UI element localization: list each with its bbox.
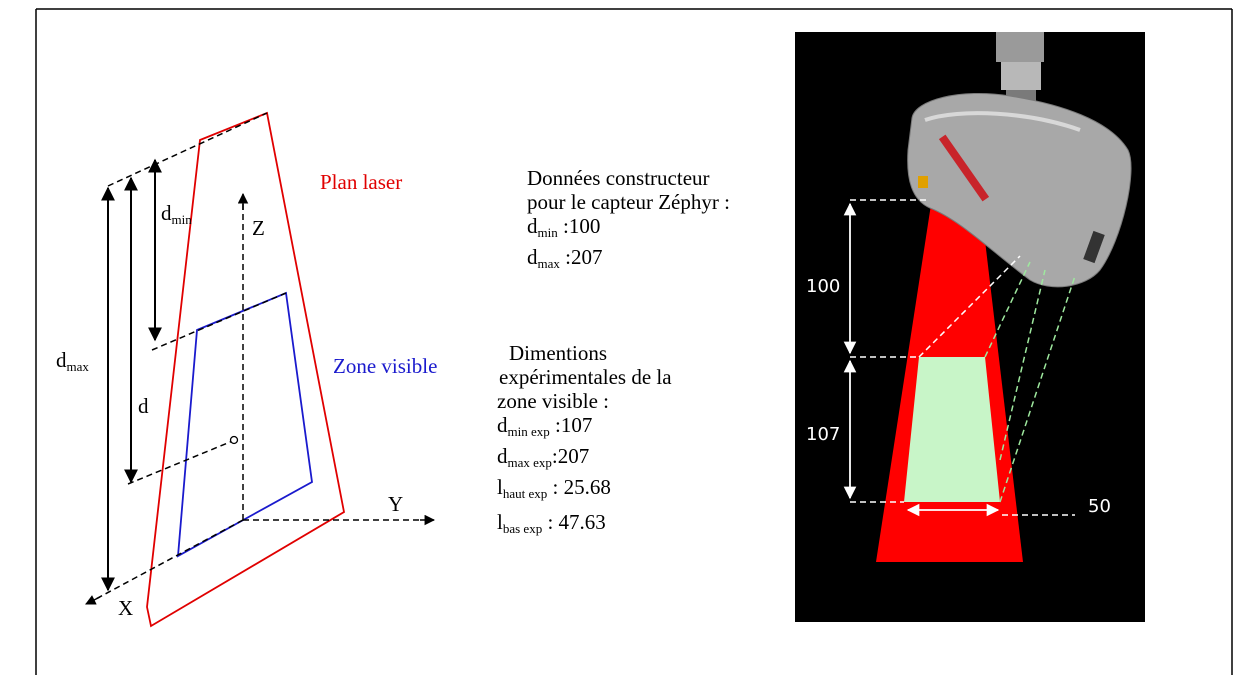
photo-green-dashes xyxy=(984,261,1076,503)
experimental-line3: zone visible : xyxy=(497,389,609,413)
row-value: : 25.68 xyxy=(547,475,611,499)
row-sub: min xyxy=(537,225,558,240)
row-base: l xyxy=(497,475,503,499)
d-min-base: d xyxy=(161,201,172,225)
row-sub: min exp xyxy=(507,424,550,439)
exp-dmin-row: dmin exp :107 xyxy=(497,413,672,444)
row-sub: bas exp xyxy=(502,521,543,536)
sensor-highlight xyxy=(924,111,1081,132)
y-axis-label: Y xyxy=(388,492,404,516)
exp-dmax-row: dmax exp:207 xyxy=(497,444,672,475)
d-max-base: d xyxy=(56,348,67,372)
row-base: d xyxy=(527,245,538,269)
camera-lens xyxy=(1083,230,1105,264)
exp-lhaut-row: lhaut exp : 25.68 xyxy=(497,475,672,506)
dim-100-label: 100 xyxy=(806,276,841,297)
z-axis-label: Z xyxy=(252,216,265,240)
sensor-photo xyxy=(795,32,1145,622)
constructor-line1: Données constructeur xyxy=(527,166,710,190)
d-label: d xyxy=(138,394,149,418)
x-axis-label: X xyxy=(118,596,134,620)
sensor-mount xyxy=(996,32,1044,104)
row-value: : 47.63 xyxy=(542,510,606,534)
left-diagram xyxy=(85,111,436,628)
photo-white-dashes xyxy=(850,199,1075,516)
sensor-window xyxy=(938,134,990,202)
experimental-line2: expérimentales de la xyxy=(499,365,672,389)
row-base: d xyxy=(497,413,508,437)
visible-area xyxy=(904,357,1000,502)
row-value: :207 xyxy=(551,444,590,468)
experimental-line1: Dimentions xyxy=(509,341,607,365)
row-sub: haut exp xyxy=(502,486,548,501)
projection-lines xyxy=(93,112,420,601)
d-min-label: dmin xyxy=(161,201,192,227)
constructor-dmin-row: dmin :100 xyxy=(527,214,730,245)
sensor-body xyxy=(907,93,1132,288)
row-base: l xyxy=(497,510,503,534)
row-base: d xyxy=(527,214,538,238)
plan-laser-label: Plan laser xyxy=(320,170,403,194)
row-value: :100 xyxy=(557,214,601,238)
experimental-data-block: Dimentions expérimentales de la zone vis… xyxy=(497,341,672,541)
constructor-data-block: Données constructeur pour le capteur Zép… xyxy=(527,166,730,276)
row-value: :207 xyxy=(559,245,603,269)
laser-plane-outline xyxy=(146,111,346,628)
sensor-label xyxy=(918,176,928,188)
d-min-sub: min xyxy=(171,212,192,227)
row-value: :107 xyxy=(549,413,593,437)
zone-visible-label: Zone visible xyxy=(333,354,438,378)
row-base: d xyxy=(497,444,508,468)
visible-zone-outline xyxy=(176,291,313,558)
x-axis-arrow xyxy=(85,595,101,605)
dim-50-label: 50 xyxy=(1088,496,1111,517)
constructor-line2: pour le capteur Zéphyr : xyxy=(527,190,730,214)
row-sub: max exp xyxy=(507,455,552,470)
constructor-dmax-row: dmax :207 xyxy=(527,245,730,276)
d-max-sub: max xyxy=(66,359,89,374)
row-sub: max xyxy=(537,256,560,271)
d-max-label: dmax xyxy=(56,348,89,374)
measure-point xyxy=(229,435,239,445)
exp-lbas-row: lbas exp : 47.63 xyxy=(497,510,672,541)
dim-107-label: 107 xyxy=(806,424,841,445)
